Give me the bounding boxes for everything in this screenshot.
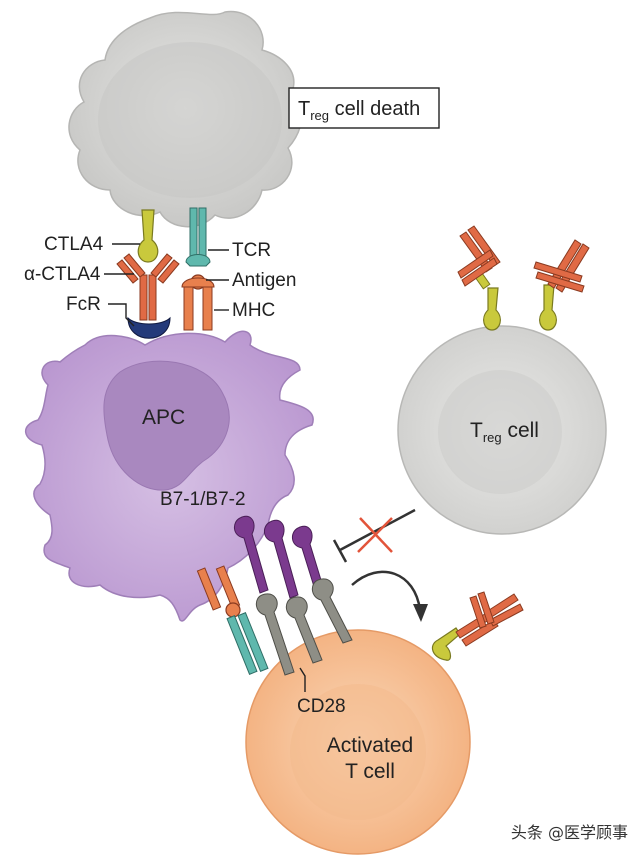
- treg-antibody-left: [457, 225, 501, 287]
- b7-ligand-1: [234, 515, 269, 594]
- cd28-receptor-1: [255, 593, 295, 676]
- fcr-receptor: [127, 316, 171, 339]
- treg-ctla4-right: [539, 284, 557, 331]
- activation-arrowhead: [413, 604, 428, 622]
- activated-t-label-2: T cell: [345, 760, 395, 783]
- treg-ctla4-left: [473, 270, 501, 331]
- activation-arrow: [351, 570, 422, 611]
- synapse-tcr: [226, 612, 269, 675]
- antigen-label: Antigen: [232, 270, 296, 291]
- treg-death-label: Treg cell death: [298, 98, 420, 123]
- mhc-label: MHC: [232, 300, 275, 321]
- tcr-label: TCR: [232, 240, 271, 261]
- dying-treg-nucleus: [98, 42, 282, 198]
- anti-ctla4-antibody: [116, 253, 180, 321]
- ctla4-receptor: [137, 209, 159, 263]
- cd28-receptor-3: [311, 578, 353, 644]
- synapse-mhc: [196, 565, 241, 611]
- activated-t-nucleus: [290, 684, 426, 820]
- treg-antibody-right: [533, 239, 590, 293]
- b7-ligand-2: [264, 519, 299, 599]
- tcr-receptor: [185, 207, 211, 267]
- ctla4-label: CTLA4: [44, 234, 104, 255]
- fcr-leader: [108, 303, 135, 327]
- treg-death-label-box: [288, 87, 440, 129]
- blocked-x-icon: [357, 517, 393, 553]
- synapse-antigen: [225, 602, 241, 618]
- apc-label: APC: [142, 406, 185, 429]
- mhc-molecule: [181, 277, 215, 331]
- cd28-label: CD28: [297, 696, 346, 717]
- inhibition-line: [339, 508, 416, 552]
- fcr-label: FcR: [66, 294, 101, 315]
- watermark-text: 头条 @医学顾事: [511, 823, 628, 842]
- treg-cell-label: Treg cell: [470, 419, 539, 445]
- cd28-receptor-2: [285, 596, 323, 664]
- tcell-antibody: [455, 591, 524, 647]
- treg-nucleus: [438, 370, 562, 494]
- cd28-leader: [299, 667, 306, 692]
- apc-nucleus: [103, 360, 230, 491]
- activated-t-label-1: Activated: [327, 734, 413, 757]
- alpha-ctla4-label: α-CTLA4: [24, 264, 101, 285]
- tcell-ctla4: [431, 627, 461, 661]
- inhibition-bar: [332, 539, 348, 563]
- b7-label: B7-1/B7-2: [160, 489, 246, 510]
